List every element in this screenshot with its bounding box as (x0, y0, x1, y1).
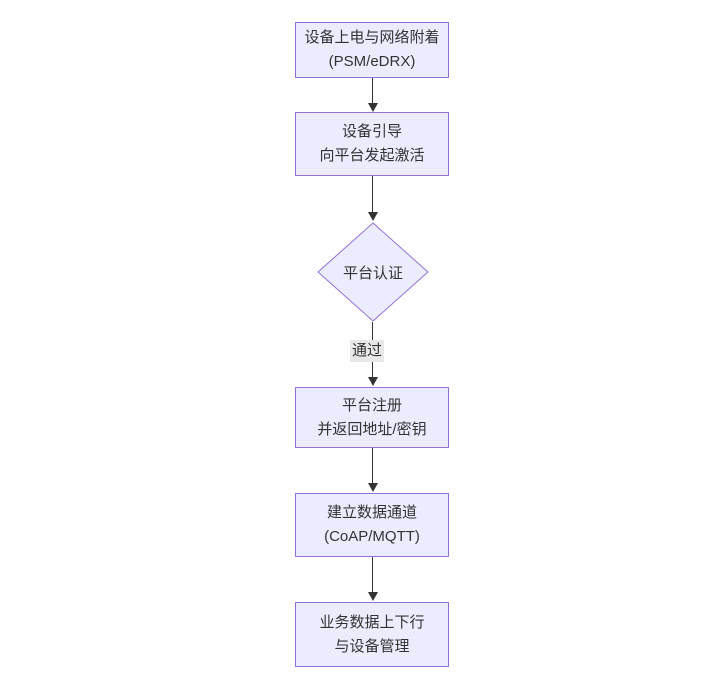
node-label: 平台注册 (341, 396, 402, 414)
node-device-bootstrap: 设备引导 向平台发起激活 (295, 112, 449, 176)
arrow-head (368, 483, 378, 492)
node-platform-auth: 平台认证 (317, 222, 429, 322)
arrow-head (368, 212, 378, 221)
arrow-line (372, 78, 373, 104)
node-label: 设备引导 (341, 123, 402, 140)
node-label: 平台认证 (342, 264, 403, 282)
node-power-network-attach: 设备上电与网络附着 (PSM/eDRX) (295, 22, 449, 78)
node-label: 并返回地址/密钥 (317, 420, 427, 438)
arrow-head (368, 377, 378, 386)
arrow-line (372, 448, 373, 484)
arrow-head (368, 592, 378, 601)
arrow-line (372, 176, 373, 213)
node-data-channel: 建立数据通道 (CoAP/MQTT) (295, 493, 449, 557)
node-label: (PSM/eDRX) (328, 53, 416, 70)
node-label: 建立数据通道 (326, 504, 417, 521)
edge-label-pass: 通过 (349, 340, 385, 362)
node-label: 与设备管理 (334, 637, 410, 655)
node-label: 设备上电与网络附着 (304, 29, 440, 46)
node-label: 向平台发起激活 (319, 147, 425, 164)
node-business-data: 业务数据上下行 与设备管理 (295, 602, 449, 667)
diamond-shape (317, 222, 429, 322)
arrow-head (368, 103, 378, 112)
node-label: 业务数据上下行 (319, 613, 425, 631)
node-label: (CoAP/MQTT) (324, 528, 420, 545)
node-platform-register: 平台注册 并返回地址/密钥 (295, 387, 449, 448)
arrow-line (372, 557, 373, 593)
